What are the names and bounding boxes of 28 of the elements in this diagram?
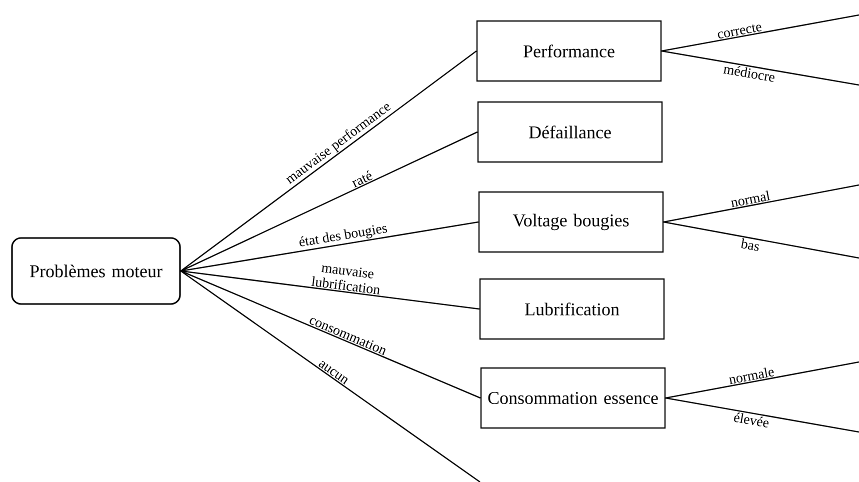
process-box: Performance: [476, 20, 662, 82]
connector-line: [664, 184, 859, 223]
edge-label: normal: [730, 190, 770, 208]
connector-line: [662, 14, 859, 52]
rounded-box: Problèmes moteur: [11, 237, 181, 305]
edge-label: état des bougies: [300, 225, 388, 246]
edge-label: normale: [728, 368, 774, 384]
process-box: Voltage bougies: [478, 191, 664, 253]
connector-line: [180, 270, 481, 399]
connector-line: [666, 397, 859, 433]
connector-line: [662, 50, 859, 86]
connector-line: [180, 221, 479, 272]
process-box: Consommation essence: [480, 367, 666, 429]
edge-label: élevée: [734, 412, 769, 428]
edge-label: bas: [741, 238, 759, 251]
connector-line: [180, 131, 478, 272]
connector-line: [180, 270, 480, 482]
connector-line: [666, 361, 859, 399]
process-box: Lubrification: [479, 278, 665, 340]
edge-label: raté: [352, 170, 373, 188]
edge-label: correcte: [718, 24, 762, 38]
connector-line: [664, 221, 859, 259]
process-box: Défaillance: [477, 101, 663, 163]
connector-line: [180, 50, 477, 272]
edge-label: aucun: [318, 360, 348, 385]
edge-label: mauvaise lubrification: [311, 266, 380, 294]
connector-line: [180, 270, 480, 310]
edge-label: médiocre: [723, 66, 774, 82]
